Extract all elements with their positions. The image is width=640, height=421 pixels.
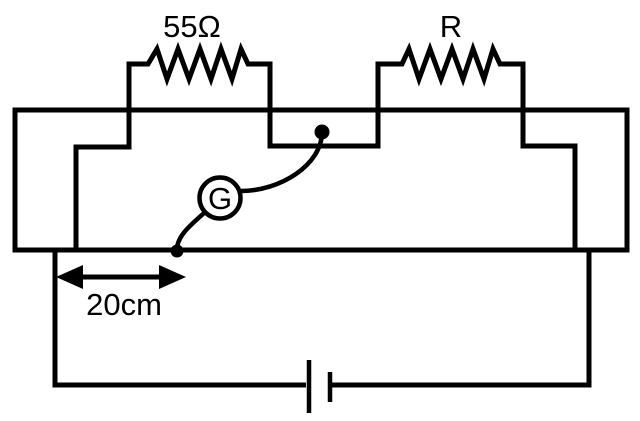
galvanometer-icon: G	[197, 175, 243, 221]
galvanometer-circle	[197, 175, 243, 221]
length-arrow-right-head	[159, 265, 186, 289]
battery-loop-right-wire	[332, 250, 592, 388]
galvanometer-label: G	[208, 181, 232, 216]
left-resistor-label: 55Ω	[163, 9, 221, 44]
battery-loop-left-wire	[52, 250, 306, 388]
bridge-frame	[12, 107, 630, 253]
resistor-gap-wiring	[73, 41, 578, 250]
galvanometer-bottom-wire	[174, 211, 206, 252]
length-arrow	[56, 265, 186, 289]
battery-icon	[306, 360, 333, 413]
length-marker-label: 20cm	[86, 287, 162, 322]
length-arrow-left-head	[56, 265, 83, 289]
junction-dot-jockey	[170, 244, 184, 258]
junction-dot-top	[314, 124, 330, 140]
right-resistor-label: R	[440, 9, 462, 44]
galvanometer-top-wire	[240, 131, 325, 194]
